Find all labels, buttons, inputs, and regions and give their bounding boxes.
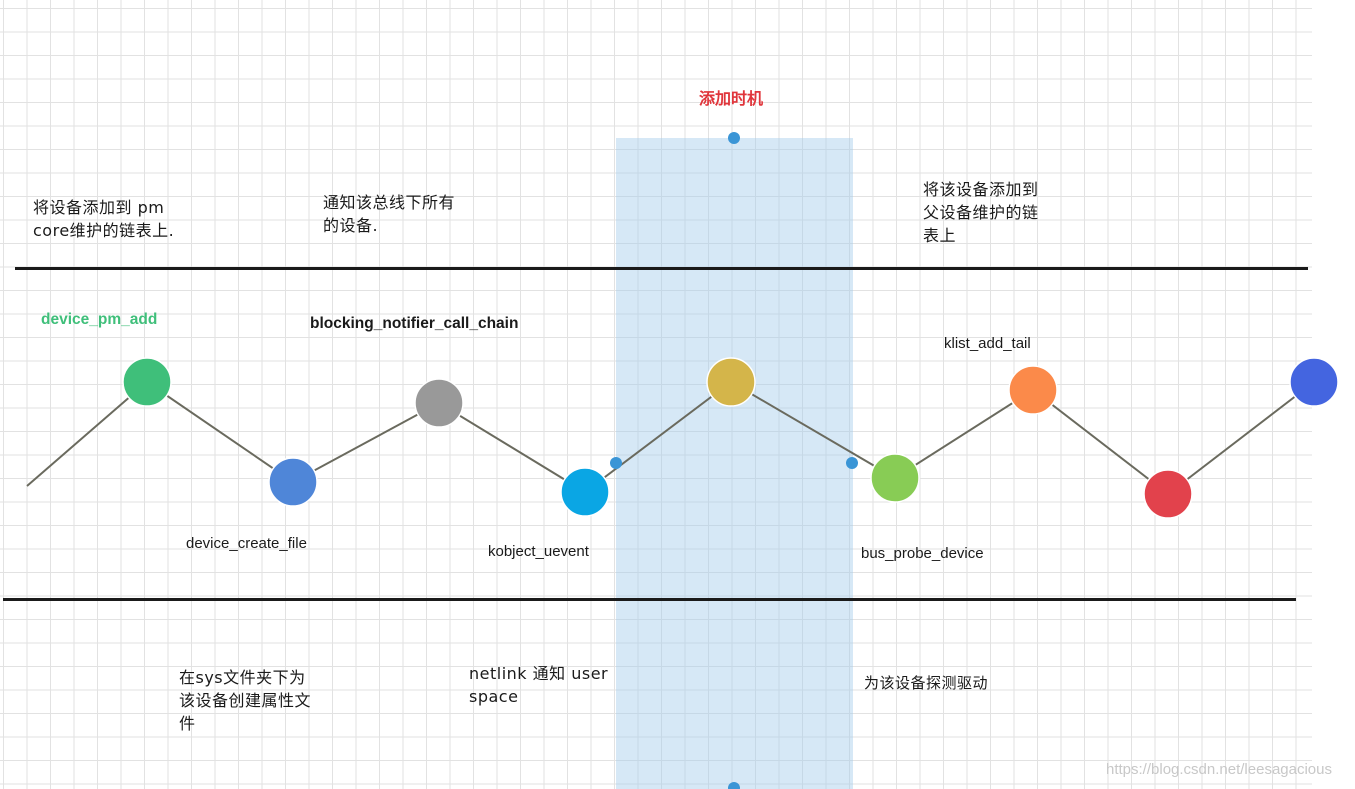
node-device-pm-add [122,357,172,407]
kobject-uevent-label: kobject_uevent [488,543,589,560]
node-blocking-notifier-call-chain [414,378,464,428]
parent-list-description: 将该设备添加到 父设备维护的链 表上 [923,180,1039,245]
node-bus-probe-device [870,453,920,503]
node-timing-peak [706,357,756,407]
timing-marker-bottom [728,782,740,789]
timing-marker-top [728,132,740,144]
node-end-trough [1143,469,1193,519]
pm-core-description: 将设备添加到 pm core维护的链表上. [33,198,175,240]
sysfs-description: 在sys文件夹下为 该设备创建属性文 件 [179,668,312,733]
bus-probe-device-label: bus_probe_device [861,545,984,562]
node-group [122,357,1339,519]
node-kobject-uevent [560,467,610,517]
blocking-notifier-call-chain-label: blocking_notifier_call_chain [310,315,519,332]
watermark: https://blog.csdn.net/leesagacious [1106,761,1332,778]
timing-title: 添加时机 [699,89,764,108]
node-klist-add-tail [1008,365,1058,415]
timing-marker-right [846,457,858,469]
klist-add-tail-label: klist_add_tail [944,335,1031,352]
node-device-create-file [268,457,318,507]
device-pm-add-label: device_pm_add [41,311,158,328]
node-end-peak [1289,357,1339,407]
timing-highlight-band [616,138,853,789]
top-divider-line [15,267,1308,270]
wave-line-group [26,380,1315,496]
netlink-description: netlink 通知 user space [469,664,609,706]
timing-marker-left [610,457,622,469]
notify-bus-description: 通知该总线下所有 的设备. [323,193,456,235]
wave-line [26,380,1315,496]
bottom-divider-line [3,598,1296,601]
device-create-file-label: device_create_file [186,535,307,552]
probe-description: 为该设备探测驱动 [864,674,989,692]
timing-markers [610,132,858,789]
